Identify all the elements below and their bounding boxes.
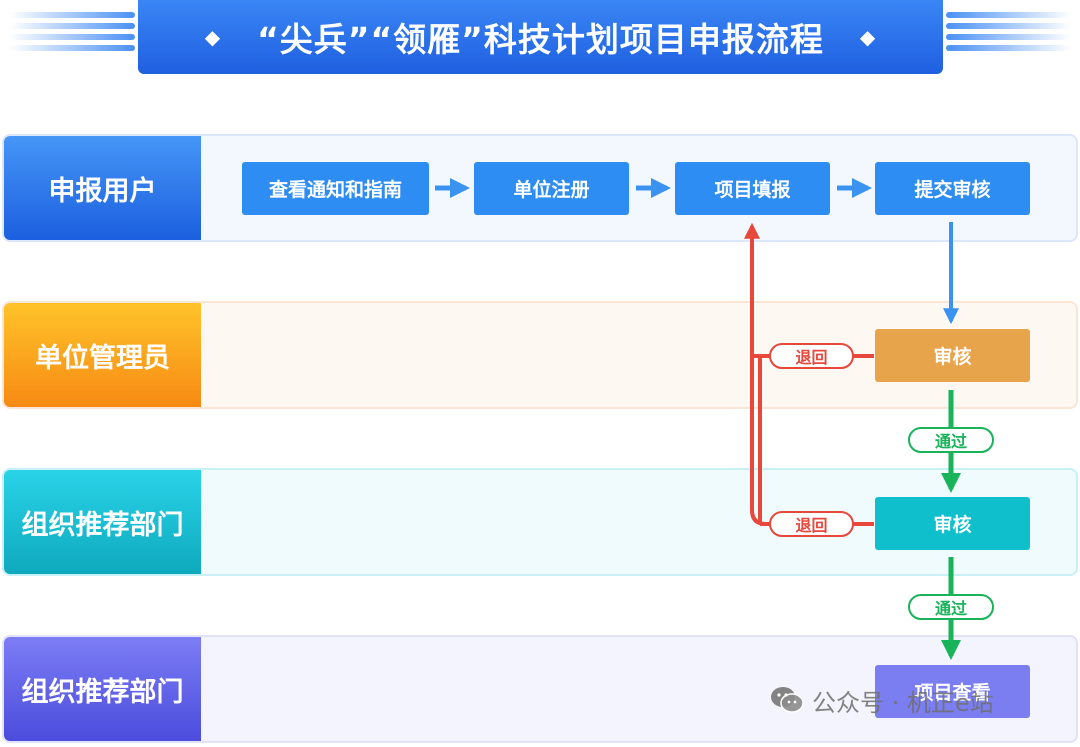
return-line-rounded (750, 330, 767, 526)
page-title: “尖兵”“领雁”科技计划项目申报流程 (257, 20, 824, 59)
diamond-icon: ◆ (859, 25, 877, 49)
return-line-main (758, 354, 874, 524)
title-stripes-right (946, 12, 1071, 62)
pass-label-org: 通过 (908, 594, 994, 620)
lane-label-applicant: 申报用户 (4, 136, 201, 240)
node-view-notice: 查看通知和指南 (242, 162, 429, 215)
lane-recommending-dept: 组织推荐部门 (2, 468, 1078, 576)
wechat-icon (771, 687, 804, 713)
node-submit-review: 提交审核 (875, 162, 1030, 215)
title-banner: ◆ “尖兵”“领雁”科技计划项目申报流程 ◆ (138, 0, 943, 74)
return-label-org: 退回 (769, 511, 854, 537)
lane-label-recommending-dept-view: 组织推荐部门 (4, 637, 201, 741)
watermark: 公众号 · 机正e站 (770, 680, 994, 720)
node-project-view: 项目查看 (875, 665, 1030, 718)
pass-label-unit: 通过 (908, 427, 994, 453)
node-unit-register: 单位注册 (474, 162, 629, 215)
lane-label-unit-admin: 单位管理员 (4, 303, 201, 407)
lane-label-recommending-dept: 组织推荐部门 (4, 470, 201, 574)
title-stripes-left (10, 12, 135, 62)
return-label-unit: 退回 (769, 343, 854, 369)
node-unit-review: 审核 (875, 329, 1030, 382)
watermark-text: 公众号 · 机正e站 (812, 688, 994, 717)
node-project-fill: 项目填报 (675, 162, 830, 215)
node-org-review: 审核 (875, 497, 1030, 550)
diamond-icon: ◆ (204, 25, 222, 49)
